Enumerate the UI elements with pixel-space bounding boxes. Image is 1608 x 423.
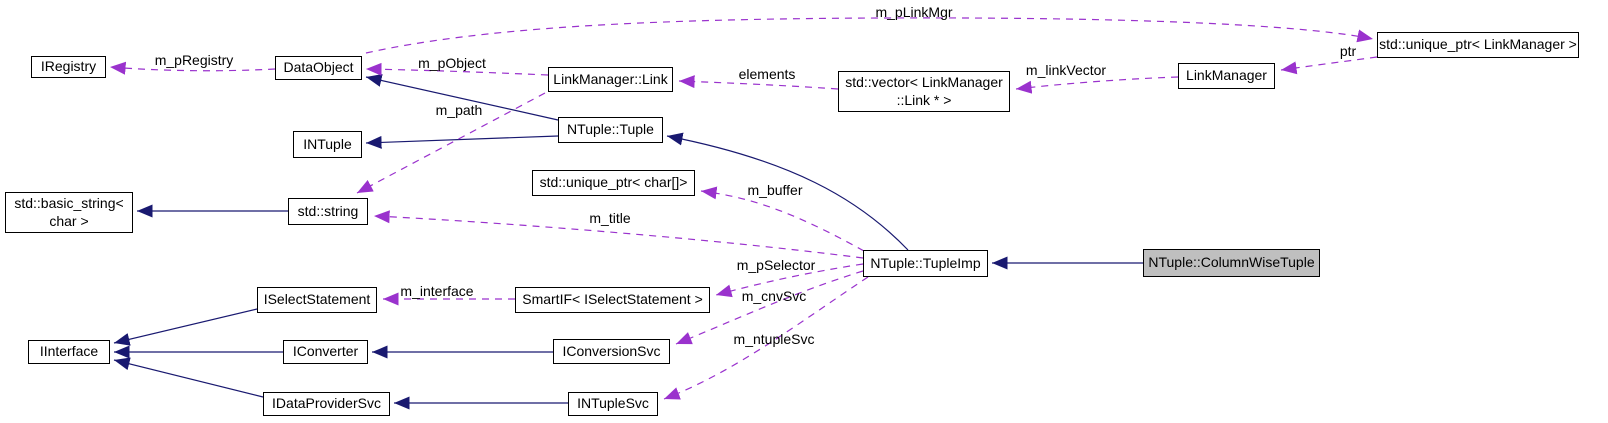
class-node-dataobject[interactable]: DataObject <box>275 56 362 80</box>
edge-m-linkvector <box>1015 76 1179 94</box>
edge-m-path <box>356 92 546 194</box>
edge-tuple-dataobject <box>365 74 559 121</box>
class-node-iselectstatement[interactable]: ISelectStatement <box>257 287 377 313</box>
edge-m-pobject <box>365 62 549 76</box>
edge-m-ntuplesvc <box>663 276 869 400</box>
class-node-smartif-iselectstatement[interactable]: SmartIF< ISelectStatement > <box>515 287 710 313</box>
edge-idataprovider-iinterface <box>113 357 264 398</box>
class-node-ntuple-tupleimp[interactable]: NTuple::TupleImp <box>863 250 988 277</box>
edge-m-pselector <box>715 263 864 298</box>
class-node-std-vector-linkmanager-link[interactable]: std::vector< LinkManager ::Link * > <box>838 71 1010 112</box>
edge-label-m-pregistry: m_pRegistry <box>154 52 234 68</box>
edge-ptr <box>1280 56 1378 75</box>
edge-label-ptr: ptr <box>1339 43 1357 59</box>
class-node-iconverter[interactable]: IConverter <box>283 340 368 364</box>
edge-m-pregistry <box>109 61 276 75</box>
class-node-std-string[interactable]: std::string <box>288 198 368 225</box>
edge-label-m-cnvsvc: m_cnvSvc <box>741 288 807 304</box>
class-node-linkmanager-link[interactable]: LinkManager::Link <box>548 67 673 92</box>
edge-tupleimp-tuple <box>666 132 909 251</box>
class-node-iconversionsvc[interactable]: IConversionSvc <box>553 339 670 364</box>
class-node-linkmanager[interactable]: LinkManager <box>1178 63 1275 89</box>
class-node-std-basic-string-char[interactable]: std::basic_string< char > <box>5 192 133 233</box>
edge-label-m-title: m_title <box>589 210 631 226</box>
class-node-std-unique-ptr-char-array[interactable]: std::unique_ptr< char[]> <box>532 170 695 196</box>
edge-iselect-iinterface <box>113 308 258 346</box>
edge-label-m-ntuplesvc: m_ntupleSvc <box>733 331 815 347</box>
class-node-std-unique-ptr-linkmanager[interactable]: std::unique_ptr< LinkManager > <box>1377 32 1579 58</box>
edge-label-elements: elements <box>738 66 796 82</box>
edge-label-m-plinkmgr: m_pLinkMgr <box>875 4 953 20</box>
class-node-ntuple-columnwisetuple[interactable]: NTuple::ColumnWiseTuple <box>1143 249 1320 277</box>
class-node-ntuple-tuple[interactable]: NTuple::Tuple <box>558 117 663 143</box>
class-node-idataprovidersvc[interactable]: IDataProviderSvc <box>263 392 390 416</box>
edge-label-m-pobject: m_pObject <box>418 55 486 71</box>
edge-m-plinkmgr <box>365 17 1374 54</box>
class-node-iregistry[interactable]: IRegistry <box>31 56 106 78</box>
edge-label-m-pselector: m_pSelector <box>736 257 816 273</box>
edge-tuple-intuple <box>365 135 559 149</box>
edge-m-title <box>373 210 864 259</box>
edge-elements <box>678 75 839 90</box>
edge-label-m-buffer: m_buffer <box>747 182 803 198</box>
edge-label-m-interface: m_interface <box>400 283 474 299</box>
class-node-iinterface[interactable]: IInterface <box>28 340 110 364</box>
edge-m-buffer <box>700 186 865 252</box>
class-node-intuplesvc[interactable]: INTupleSvc <box>568 392 658 416</box>
edge-label-m-path: m_path <box>435 102 483 118</box>
class-node-intuple[interactable]: INTuple <box>293 131 362 158</box>
edge-label-m-linkvector: m_linkVector <box>1025 62 1107 78</box>
